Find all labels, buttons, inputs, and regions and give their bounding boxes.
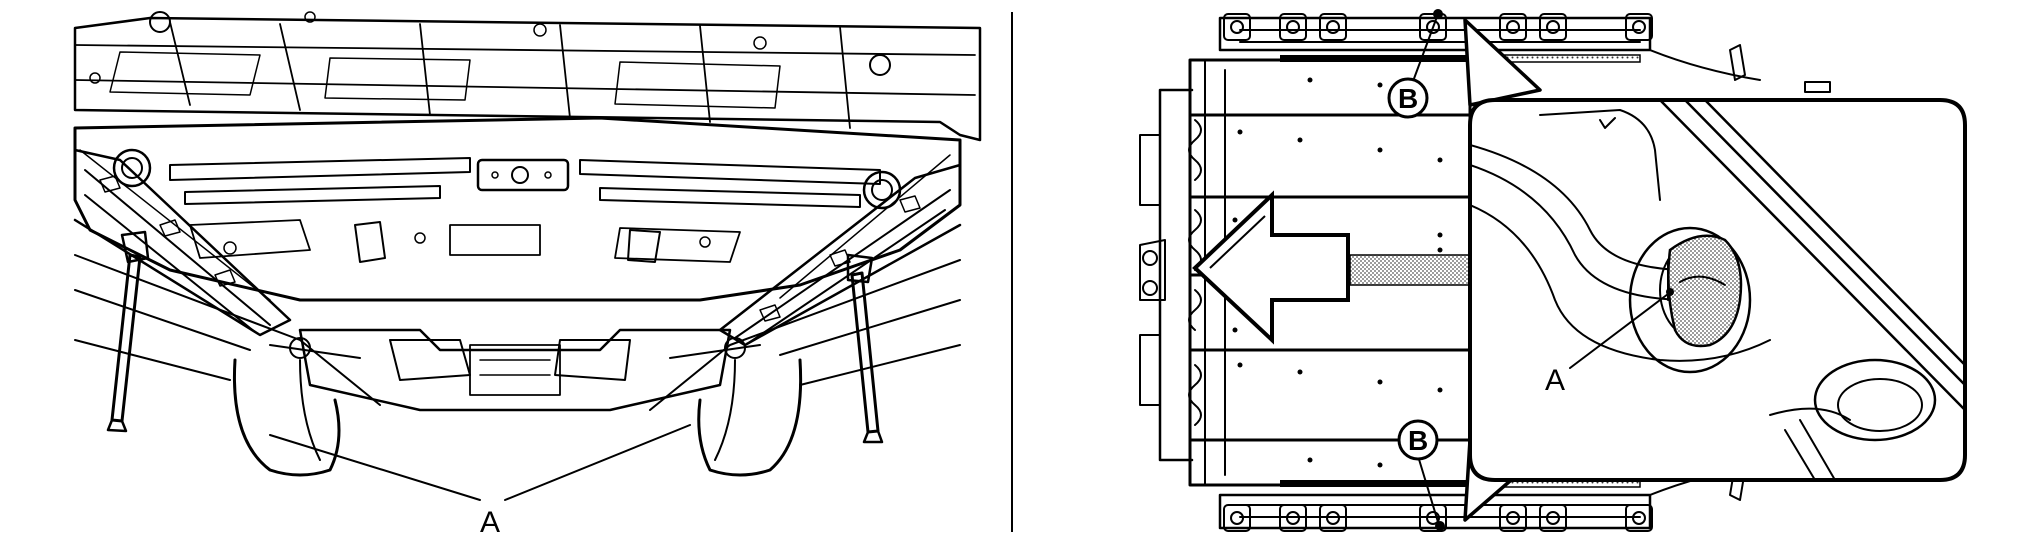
detail-callout-label-a: A — [1545, 364, 1565, 397]
callout-b-top-label: B — [1398, 83, 1418, 114]
direction-arrow-icon — [1192, 190, 1350, 345]
left-callout-label-a: A — [480, 506, 500, 539]
right-battery-pack-view: A B B — [1139, 9, 1967, 532]
callout-b-bottom-label: B — [1408, 425, 1428, 456]
stippled-plug — [1667, 234, 1743, 348]
callout-b-top: B — [1387, 9, 1443, 119]
callout-b-bottom: B — [1397, 419, 1445, 531]
left-underbody-view: A — [73, 11, 982, 539]
